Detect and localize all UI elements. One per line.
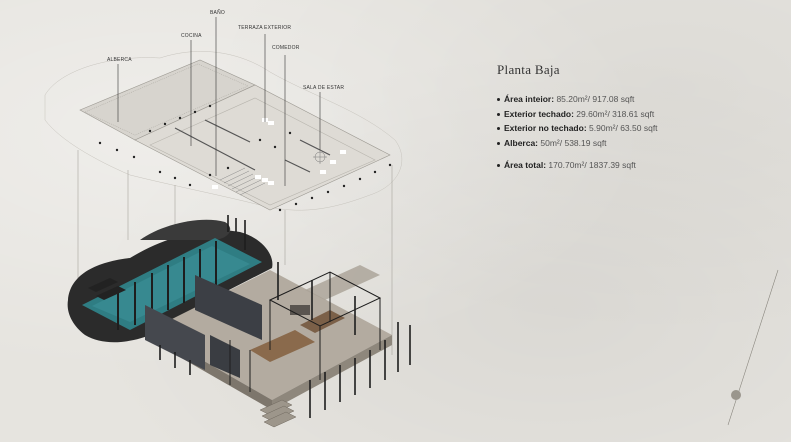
label-comedor: COMEDOR [272,45,300,51]
label-alberca: ALBERCA [107,57,132,63]
label-terraza-exterior: TERRAZA EXTERIOR [238,25,292,31]
area-value: 5.90m²/ 63.50 sqft [589,123,658,133]
label-leader-lines [117,17,321,186]
area-item: Exterior techado: 29.60m²/ 318.61 sqft [497,107,658,122]
ground-floor-render [67,215,411,428]
area-total: Área total: 170.70m²/ 1837.39 sqft [497,158,658,173]
area-total-value: 170.70m²/ 1837.39 sqft [548,160,636,170]
bullet-icon [497,127,500,131]
page-title: Planta Baja [497,62,560,77]
plan-column-dots [98,104,392,212]
area-label: Área inteior: [504,94,555,104]
area-label: Alberca: [504,137,539,148]
area-label: Exterior no techado: [504,123,587,133]
compass-dot-icon [731,390,741,400]
area-item: Exterior no techado: 5.90m²/ 63.50 sqft [497,121,658,136]
bullet-icon [497,112,500,116]
area-item: Área inteior: 85.20m²/ 917.08 sqft [497,92,658,107]
area-label: Exterior techado: [504,108,574,119]
projection-lines [77,150,393,355]
label-cocina: COCINA [181,33,202,39]
decorative-line [727,269,779,426]
area-info-panel: Planta Baja Área inteior: 85.20m²/ 917.0… [497,62,658,173]
plan-outline [44,51,403,211]
area-item: Alberca: 50m²/ 538.19 sqft [497,136,658,151]
bullet-icon [497,141,500,145]
area-value: 50m²/ 538.19 sqft [540,137,607,148]
label-sala-de-estar: SALA DE ESTAR [303,85,345,91]
area-total-label: Área total: [504,160,547,170]
area-value: 29.60m²/ 318.61 sqft [576,108,655,119]
label-bano: BAÑO [210,10,225,16]
bullet-icon [497,164,500,168]
area-value: 85.20m²/ 917.08 sqft [556,94,635,104]
bullet-icon [497,98,500,102]
